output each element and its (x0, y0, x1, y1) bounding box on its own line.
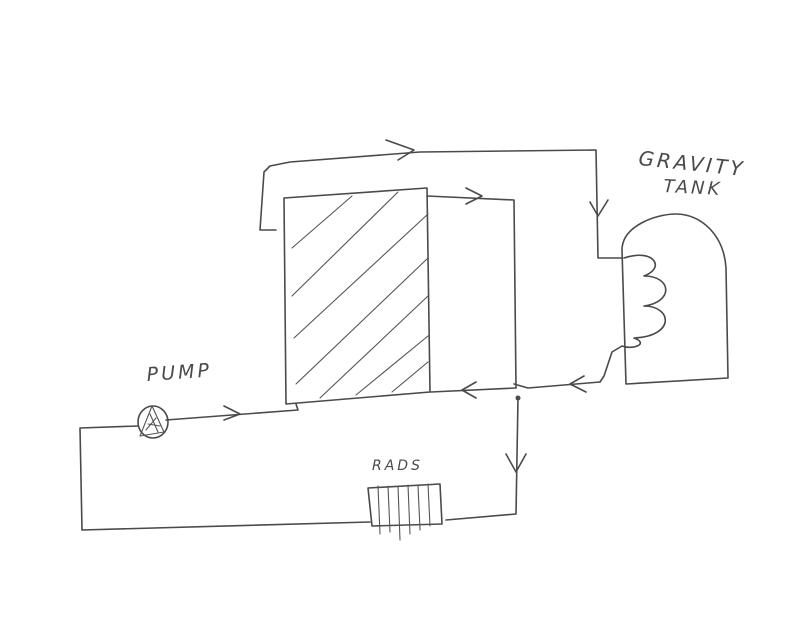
pump-icon (137, 405, 169, 439)
pump-label: PUMP (146, 359, 213, 386)
flow-arrow-down-right (589, 199, 609, 217)
flow-arrow-return-1 (569, 375, 587, 393)
rads-label: RADS (372, 458, 423, 474)
flow-arrow-down (505, 453, 527, 473)
drop-pipe (445, 397, 519, 521)
pump-to-boiler-pipe (165, 403, 299, 421)
flow-arrow-cylinder (465, 187, 483, 205)
flow-arrow-return-2 (461, 381, 477, 399)
gravity-tank (599, 213, 729, 385)
radiators (367, 483, 443, 541)
bottom-circuit-pipe (79, 425, 371, 531)
boiler (283, 187, 431, 405)
top-circuit-pipe (259, 149, 623, 259)
flow-arrow-pump (223, 405, 241, 421)
flow-arrow-top (385, 139, 415, 161)
return-pipe (513, 381, 601, 389)
boiler-hatching (291, 191, 429, 399)
gravity-tank-label-line2: TANK (662, 176, 723, 201)
hot-water-cylinder (426, 195, 517, 393)
